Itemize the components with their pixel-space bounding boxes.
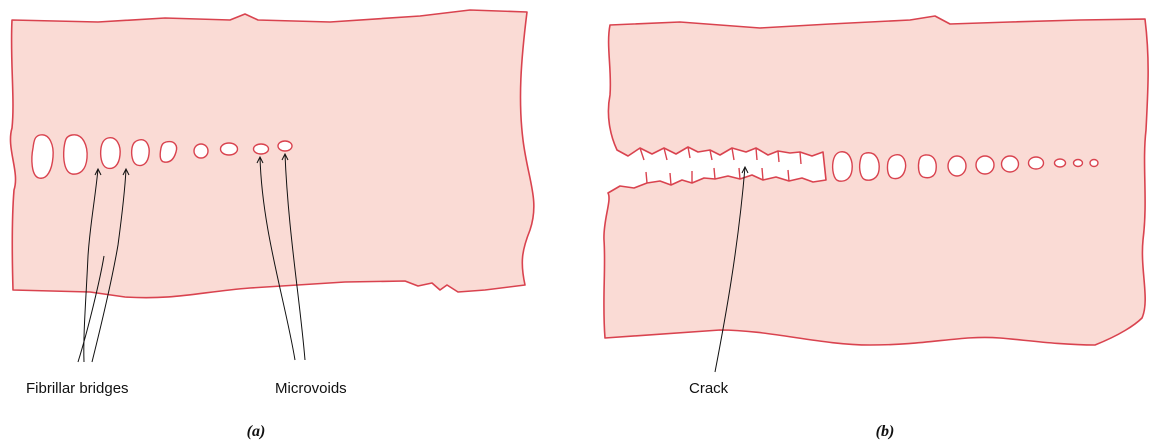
void-a-1 bbox=[32, 135, 53, 178]
void-b-6 bbox=[976, 156, 994, 174]
void-b-7 bbox=[1002, 156, 1019, 172]
panel-b-material-slab bbox=[604, 16, 1148, 345]
void-a-8 bbox=[254, 144, 269, 154]
void-b-2 bbox=[860, 153, 880, 180]
caption-b: (b) bbox=[876, 423, 895, 440]
void-b-9 bbox=[1055, 159, 1066, 167]
void-b-11 bbox=[1090, 160, 1098, 167]
void-a-2 bbox=[64, 135, 87, 174]
void-b-5 bbox=[948, 156, 966, 176]
label-microvoids: Microvoids bbox=[275, 380, 347, 397]
panel-a-material-slab bbox=[10, 10, 533, 298]
void-a-3 bbox=[101, 138, 120, 169]
panel-a: Fibrillar bridges Microvoids (a) bbox=[10, 10, 533, 440]
label-fibrillar-bridges: Fibrillar bridges bbox=[26, 380, 129, 397]
void-a-6 bbox=[194, 144, 208, 158]
void-b-1 bbox=[833, 152, 853, 181]
void-a-4 bbox=[132, 140, 150, 166]
void-b-4 bbox=[918, 155, 936, 178]
label-crack: Crack bbox=[689, 380, 729, 397]
void-b-3 bbox=[887, 155, 905, 179]
void-b-8 bbox=[1029, 157, 1044, 169]
void-a-7 bbox=[221, 143, 238, 155]
caption-a: (a) bbox=[247, 423, 266, 440]
void-b-10 bbox=[1074, 160, 1083, 167]
void-a-9 bbox=[278, 141, 292, 151]
panel-b: Crack (b) bbox=[604, 16, 1148, 440]
